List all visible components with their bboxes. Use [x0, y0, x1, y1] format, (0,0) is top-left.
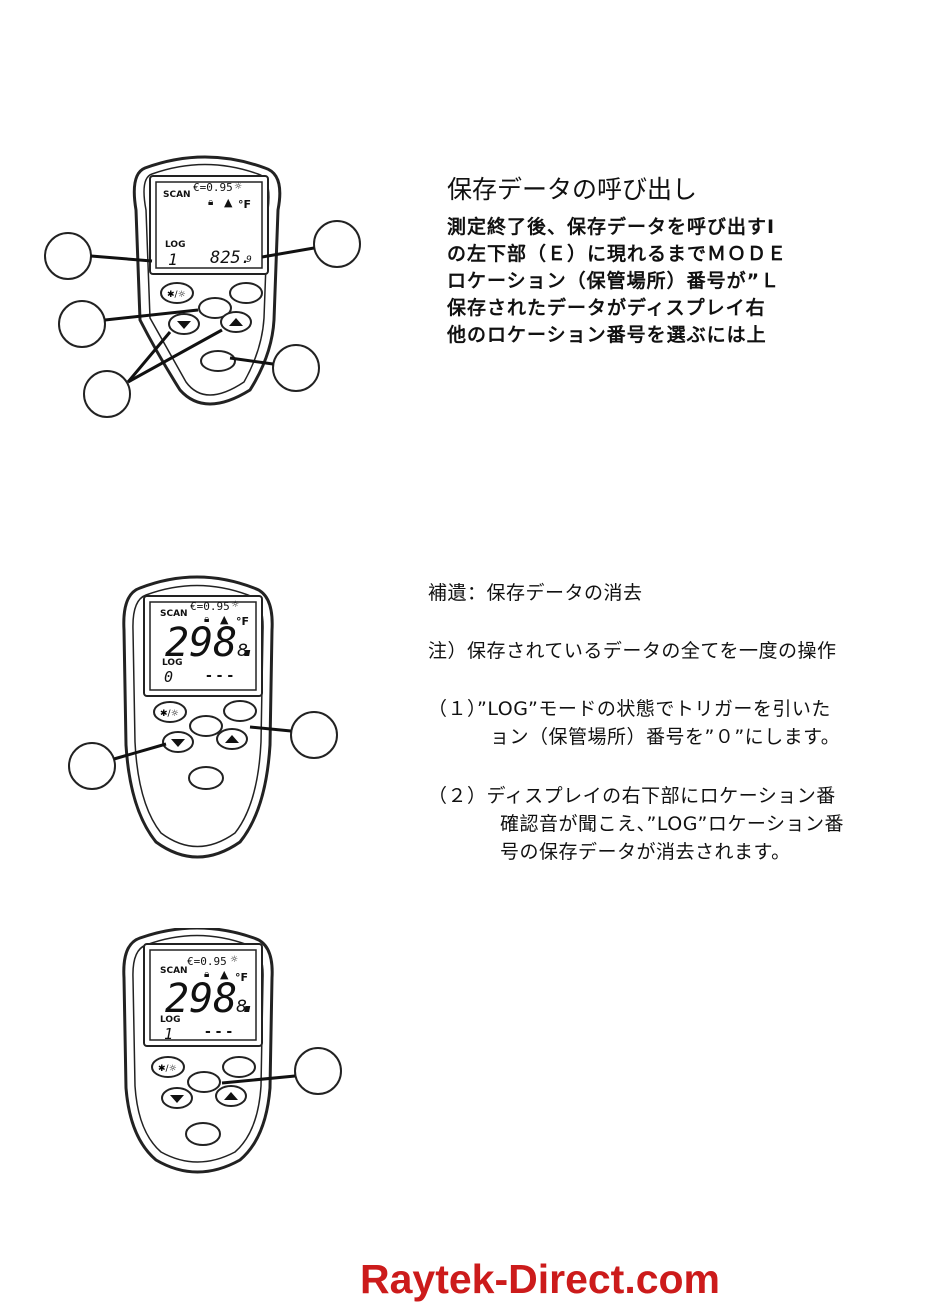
warning-icon: ▲ [224, 196, 233, 209]
section-1-line-2: の左下部（Ｅ）に現れるまでＭＯＤＥ [447, 243, 788, 265]
warning-icon: ▲ [220, 613, 229, 626]
device-2-main-small: 8 [237, 641, 248, 661]
device-2-laser-button [153, 701, 187, 723]
device-3-main-small: 8 [236, 997, 247, 1017]
device-3-callout-right [294, 1047, 342, 1095]
lock-icon: 🔒︎ [208, 197, 214, 208]
section-1-title: 保存データの呼び出し [447, 175, 698, 204]
lock-icon: 🔒︎ [204, 969, 210, 980]
device-2-blank-button [223, 700, 257, 722]
device-2-emissivity: €=0.95 [190, 600, 230, 613]
device-1-diagram: ✱/☼ [44, 155, 361, 418]
device-2-main-reading: 298. [165, 621, 262, 665]
lock-icon: 🔒︎ [204, 614, 210, 625]
device-1-callout-right-bottom [272, 344, 320, 392]
lightbulb-icon: ☼ [230, 955, 239, 965]
device-3-main-reading: 298. [165, 977, 262, 1021]
device-2-callout-left [68, 742, 116, 790]
section-2-step-2-line-3: 号の保存データが消去されます。 [500, 841, 791, 863]
section-2-step-1-line-1: （１）”LOG”モードの状態でトリガーを引いた [428, 698, 831, 720]
device-2-diagram: ✱/☼ [68, 575, 338, 859]
device-3-dashes: - - - [205, 1024, 233, 1040]
device-1-reading-small: 9 [246, 255, 252, 265]
device-2-scan-label: SCAN [160, 609, 188, 619]
device-1-emissivity: €=0.95 [193, 181, 233, 194]
device-2-mode-button [189, 715, 223, 737]
section-2-step-1-line-2: ョン（保管場所）番号を”０”にします。 [490, 726, 841, 748]
device-2-callout-right [290, 711, 338, 759]
device-3-blank-button [222, 1056, 256, 1078]
device-1-callout-left-mid [58, 300, 106, 348]
device-1-log-label: LOG [165, 240, 186, 250]
section-1-line-1: 測定終了後、保存データを呼び出すI [447, 216, 776, 238]
device-2-location: 0 [164, 668, 174, 686]
device-1-location: 1 [168, 250, 178, 269]
device-3-laser-button [151, 1056, 185, 1078]
device-1-trigger-button [200, 350, 236, 372]
device-1-reading: 825. [210, 248, 251, 268]
device-3-log-label: LOG [160, 1015, 181, 1025]
lightbulb-icon: ☼ [234, 182, 243, 192]
section-2-step-2-line-1: （２）ディスプレイの右下部にロケーション番 [428, 785, 836, 807]
device-3-diagram: ✱/☼ [122, 928, 342, 1174]
device-3-mode-button [187, 1071, 221, 1093]
device-1-unit: °F [238, 198, 252, 211]
device-1-scan-label: SCAN [163, 190, 191, 200]
device-1-laser-button [160, 282, 194, 304]
section-2-note: 注）保存されているデータの全てを一度の操作 [428, 640, 837, 662]
device-3-unit: °F [235, 971, 249, 984]
device-1-callout-left-top [44, 232, 92, 280]
section-1-line-3: ロケーション（保管場所）番号が”Ｌ [447, 270, 781, 292]
device-1-callout-right-top [313, 220, 361, 268]
device-3-location: 1 [164, 1025, 174, 1043]
device-1-callout-left-bottom [83, 370, 131, 418]
device-1-blank-button [229, 282, 263, 304]
device-2-log-label: LOG [162, 658, 183, 668]
device-2-trigger-button [188, 766, 224, 790]
device-3-trigger-button [185, 1122, 221, 1146]
device-3-scan-label: SCAN [160, 966, 188, 976]
section-2-title: 補遺：保存データの消去 [428, 582, 643, 604]
device-3-emissivity: €=0.95 [187, 955, 227, 968]
svg-text:✱/☼: ✱/☼ [158, 1064, 177, 1074]
device-2-unit: °F [236, 615, 250, 628]
section-1-line-4: 保存されたデータがディスプレイ右 [447, 297, 766, 319]
device-1-mode-button [198, 297, 232, 319]
device-2-dashes: - - - [206, 668, 234, 684]
warning-icon: ▲ [220, 968, 229, 981]
section-2-step-2-line-2: 確認音が聞こえ、”LOG”ロケーション番 [500, 813, 844, 835]
svg-text:✱/☼: ✱/☼ [167, 290, 186, 300]
lightbulb-icon: ☼ [231, 600, 240, 610]
footer-brand-link[interactable]: Raytek-Direct.com [359, 1256, 721, 1302]
section-1-line-5: 他のロケーション番号を選ぶには上 [447, 324, 767, 346]
svg-text:✱/☼: ✱/☼ [160, 709, 179, 719]
